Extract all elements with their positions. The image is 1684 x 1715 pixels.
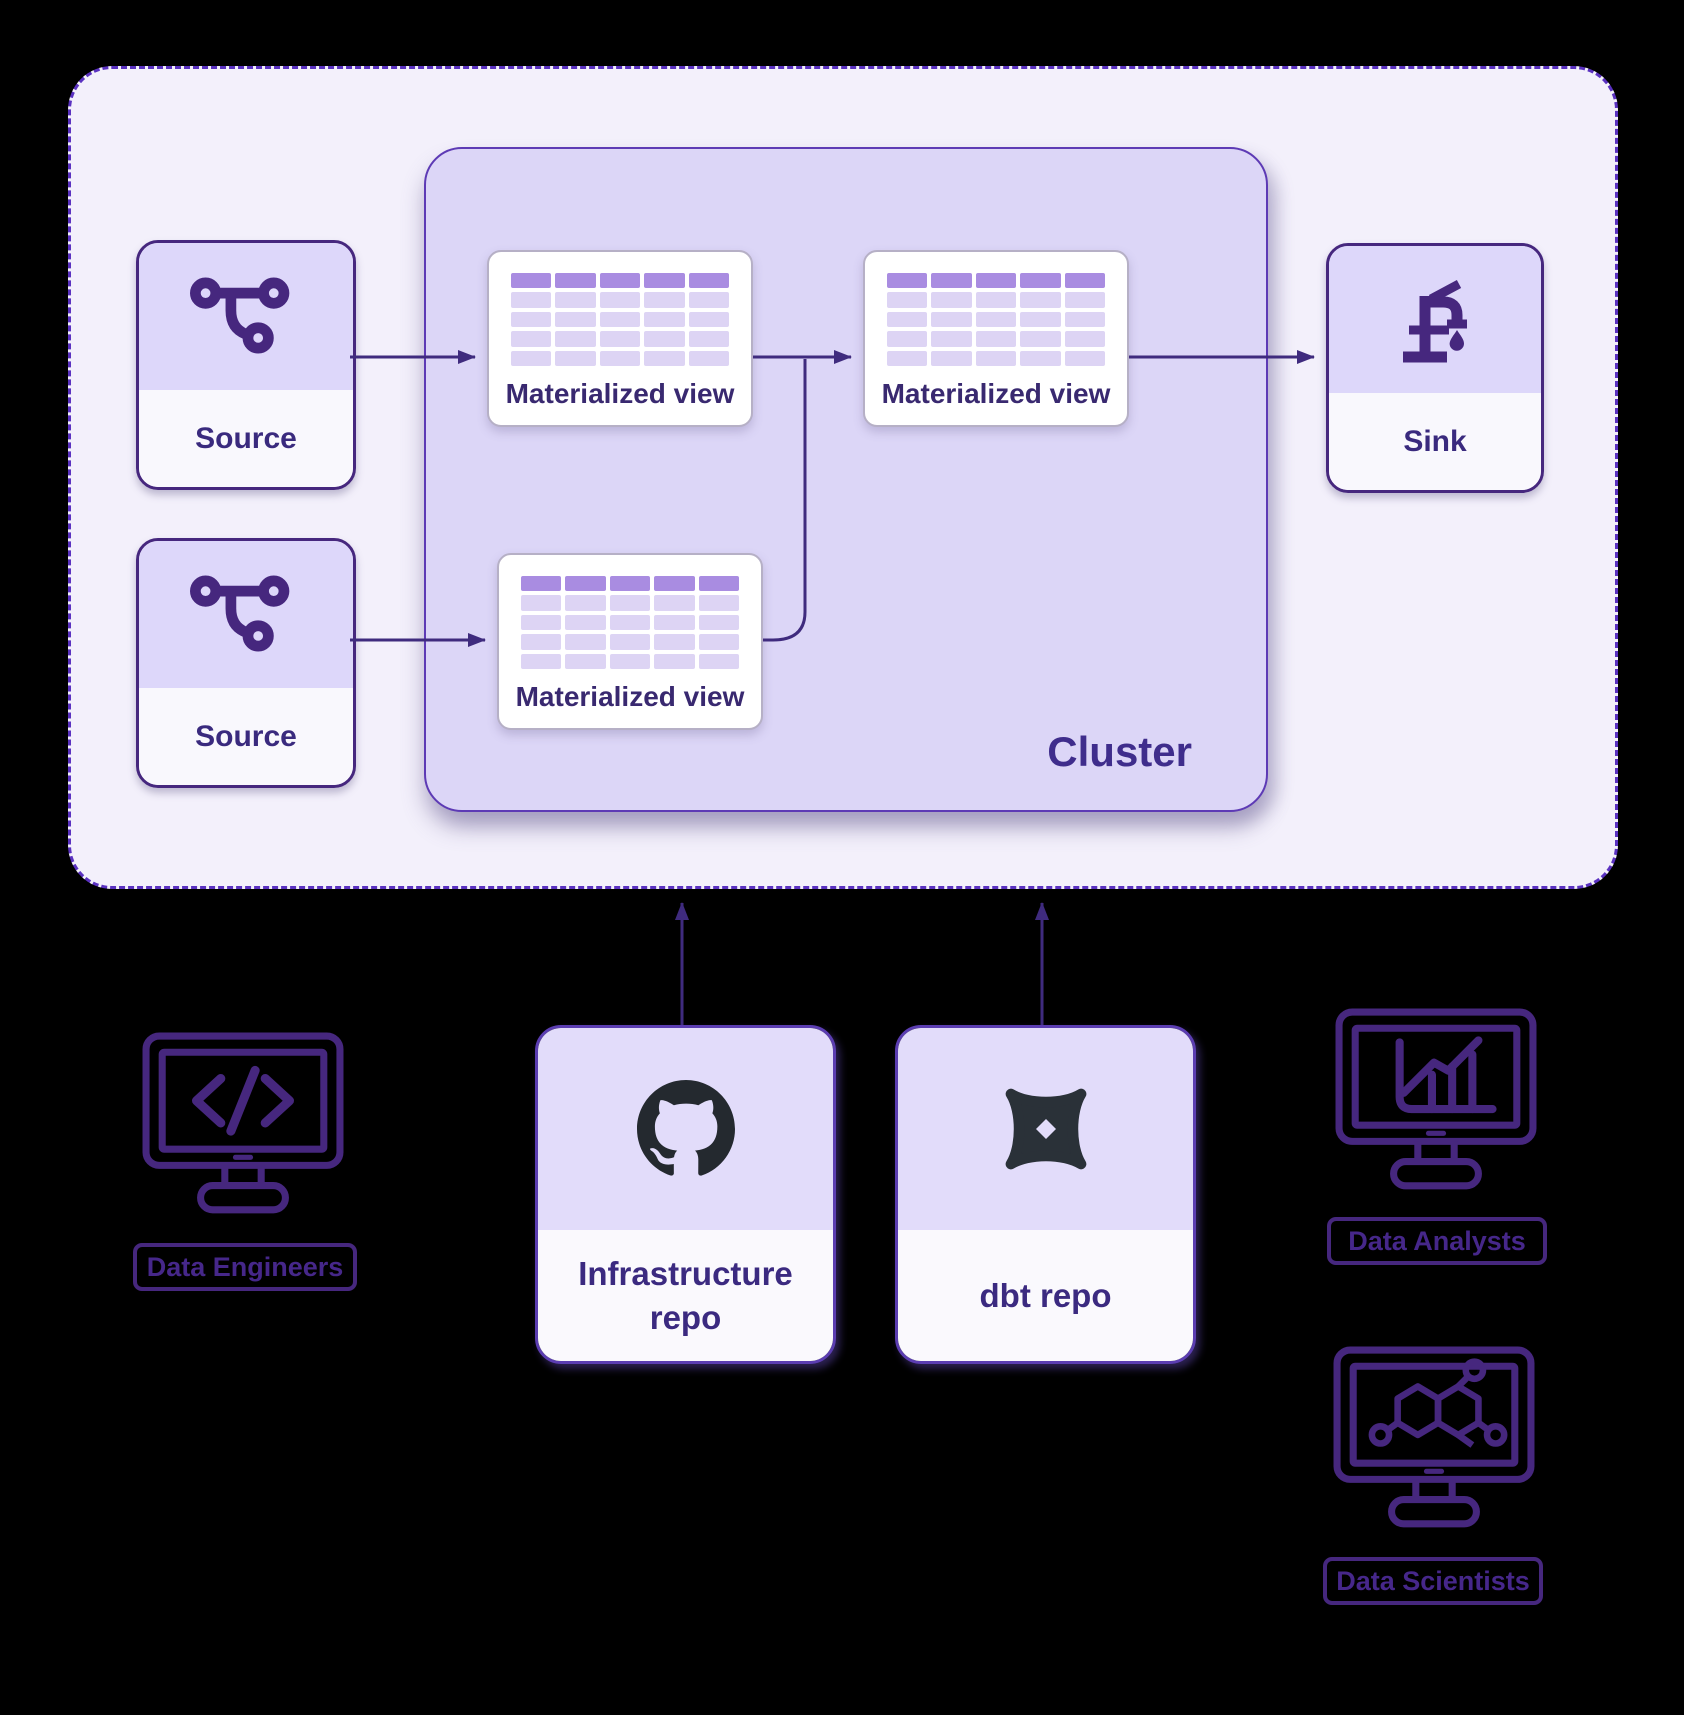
dbt-icon (1005, 1088, 1086, 1170)
dbt-repo-label: dbt repo (979, 1276, 1112, 1314)
source-label-area: Source (139, 390, 353, 487)
materialized-view-label: Materialized view (881, 378, 1111, 409)
github-icon (636, 1080, 735, 1176)
source-label-area: Source (139, 688, 353, 785)
infrastructure-repo-label-line1: Infrastructure (578, 1254, 793, 1292)
sink-label-area: Sink (1329, 393, 1541, 490)
node-source-bottom: Source (136, 538, 356, 788)
git-branch-icon (190, 575, 290, 652)
dbt-repo-icon-area (898, 1028, 1193, 1230)
table-icon (887, 273, 1105, 366)
table-icon (521, 576, 739, 669)
source-icon-area (139, 243, 353, 390)
faucet-icon (1403, 279, 1467, 362)
monitor-molecule-icon (1333, 1346, 1535, 1528)
materialized-view-label: Materialized view (515, 681, 745, 712)
sink-label: Sink (1403, 424, 1467, 458)
table-icon (511, 273, 729, 366)
monitor-code-icon (142, 1032, 344, 1214)
data-engineers-label: Data Engineers (133, 1243, 357, 1291)
node-materialized-view-bottom: Materialized view (497, 553, 763, 730)
materialized-view-label: Materialized view (505, 378, 735, 409)
infrastructure-repo-label-line2: repo (649, 1298, 722, 1336)
node-materialized-view-top-right: Materialized view (863, 250, 1129, 427)
git-branch-icon (190, 277, 290, 354)
source-label: Source (195, 719, 297, 753)
infrastructure-repo-label-area: Infrastructure repo (538, 1230, 833, 1361)
node-infrastructure-repo: Infrastructure repo (535, 1025, 836, 1364)
source-label: Source (195, 421, 297, 455)
dbt-repo-label-area: dbt repo (898, 1230, 1193, 1361)
sink-icon-area (1329, 246, 1541, 393)
node-sink: Sink (1326, 243, 1544, 493)
source-icon-area (139, 541, 353, 688)
cluster-label: Cluster (1047, 728, 1192, 775)
data-analysts-label: Data Analysts (1327, 1217, 1547, 1265)
node-dbt-repo: dbt repo (895, 1025, 1196, 1364)
monitor-chart-icon (1335, 1008, 1537, 1190)
data-scientists-label: Data Scientists (1323, 1557, 1543, 1605)
node-source-top: Source (136, 240, 356, 490)
infrastructure-repo-icon-area (538, 1028, 833, 1230)
node-materialized-view-top-left: Materialized view (487, 250, 753, 427)
